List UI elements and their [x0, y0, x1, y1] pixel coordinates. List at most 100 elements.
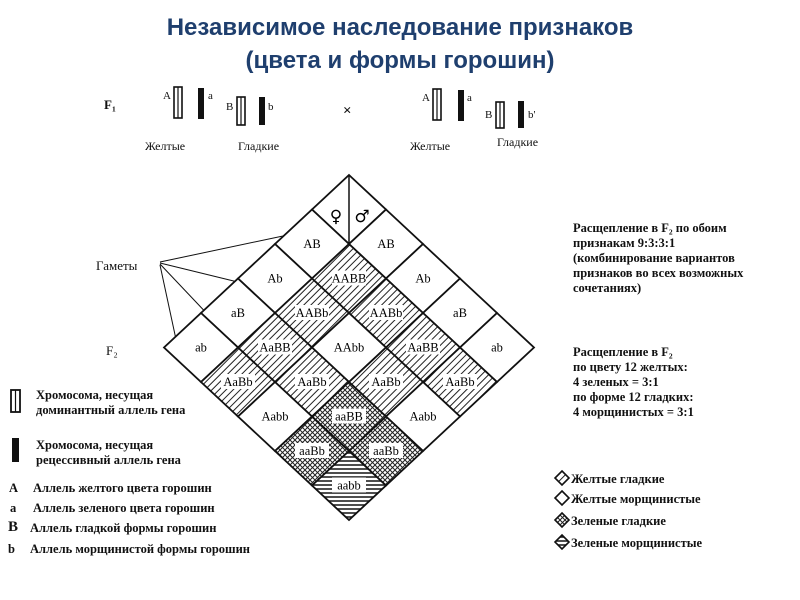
- allele-legend-symbol: A: [9, 481, 19, 495]
- genotype-label: aaBb: [299, 444, 325, 458]
- parent1-allele-B: B: [226, 101, 234, 113]
- parent2-trait-shape: Гладкие: [497, 135, 539, 149]
- gamete-female: ab: [491, 341, 503, 355]
- genotype-label: AaBb: [297, 375, 326, 389]
- f1-label: F₁: [104, 97, 116, 112]
- ratio-note-line: признаков во всех возможных: [573, 266, 744, 280]
- split-note-line: по цвету 12 желтых:: [573, 360, 688, 374]
- genotype-label-bg: [221, 374, 255, 389]
- ratio-note-line: Расщепление в F₂ по обоим: [573, 221, 727, 235]
- parent2-allele-b: b': [528, 109, 536, 121]
- phenotype-legend-text: Зеленые гладкие: [571, 514, 666, 528]
- genotype-label-bg: [406, 339, 440, 355]
- genotype-label: AABb: [370, 306, 403, 320]
- phenotype-legend-diamond-icon: [553, 469, 571, 487]
- gamete-female: aB: [453, 306, 467, 320]
- parent2-chromosomes: [432, 88, 524, 129]
- parent1-trait-shape: Гладкие: [238, 139, 280, 153]
- ratio-note-line: (комбинирование вариантов: [573, 251, 735, 265]
- page-title: Независимое наследование признаков: [166, 14, 634, 41]
- genotype-label-bg: [369, 374, 403, 389]
- phenotype-legend-text: Зеленые морщинистые: [571, 536, 703, 550]
- genotype-label: Aabb: [409, 410, 436, 424]
- split-note: Расщепление в F₂ по цвету 12 желтых: 4 з…: [573, 345, 694, 420]
- parent2-allele-a: a: [467, 92, 472, 104]
- allele-legend-text: Аллель желтого цвета горошин: [33, 481, 212, 495]
- genotype-label: AABb: [296, 306, 329, 320]
- genotype-label: aaBB: [335, 410, 363, 424]
- allele-legend-symbol: B: [8, 519, 19, 535]
- recessive-chromosome-icon: [458, 90, 464, 121]
- ratio-note-line: признакам 9:3:3:1: [573, 236, 676, 250]
- genotype-label-bg: [295, 305, 329, 320]
- allele-legend-symbol: a: [10, 501, 17, 515]
- genotype-label: AaBb: [371, 375, 400, 389]
- genotype-label-bg: [369, 305, 403, 320]
- phenotype-legend-text: Желтые гладкие: [571, 472, 665, 486]
- parent1-chromosomes: [173, 86, 265, 126]
- genotype-label: AaBb: [223, 375, 252, 389]
- split-note-line: 4 зеленых = 3:1: [573, 375, 659, 389]
- genotype-label: aabb: [337, 479, 361, 493]
- genotype-label: AaBb: [445, 375, 474, 389]
- gamete-male: aB: [231, 306, 245, 320]
- allele-legend-symbol: b: [8, 542, 15, 556]
- legend-line: доминантный аллель гена: [36, 403, 186, 417]
- genotype-label-bg: [295, 374, 329, 389]
- parent1-allele-A: A: [163, 90, 171, 102]
- genotype-label: AAbb: [334, 341, 365, 355]
- genotype-label-bg: [295, 443, 329, 458]
- gamete-male: Ab: [267, 272, 282, 286]
- split-note-line: Расщепление в F₂: [573, 345, 673, 359]
- recessive-chromosome-icon: [12, 438, 19, 462]
- parent2-allele-A: A: [422, 92, 430, 104]
- parent1-allele-b: b: [268, 101, 274, 113]
- parent1-trait-color: Желтые: [145, 139, 186, 153]
- allele-legend-text: Аллель гладкой формы горошин: [30, 521, 217, 535]
- genotype-label: aaBb: [373, 444, 399, 458]
- ratio-note: Расщепление в F₂ по обоим признакам 9:3:…: [573, 221, 743, 296]
- recessive-chromosome-icon: [259, 97, 265, 125]
- ratio-note-line: сочетаниях): [573, 281, 642, 295]
- gamete-male: AB: [303, 237, 320, 251]
- genotype-label-bg: [258, 339, 292, 355]
- gametes-label: Гаметы: [96, 258, 138, 273]
- phenotype-legend-icons: [553, 469, 571, 551]
- gamete-female: AB: [377, 237, 394, 251]
- genotype-label-bg: [332, 270, 366, 286]
- female-symbol-icon: ♀: [330, 207, 342, 227]
- genotype-label: AaBB: [407, 341, 438, 355]
- parent2-allele-B: B: [485, 109, 493, 121]
- recessive-chromosome-icon: [198, 88, 204, 119]
- allele-legend-text: Аллель морщинистой формы горошин: [30, 542, 250, 556]
- phenotype-legend-text: Желтые морщинистые: [571, 492, 701, 506]
- f2-label: F₂: [106, 343, 118, 358]
- allele-legend-text: Аллель зеленого цвета горошин: [33, 501, 215, 515]
- phenotype-legend-diamond-icon: [553, 511, 571, 529]
- genotype-label: AABB: [332, 272, 367, 286]
- gamete-female: Ab: [415, 272, 430, 286]
- legend-line: рецессивный аллель гена: [36, 453, 181, 467]
- genotype-label-bg: [443, 374, 477, 389]
- cross-sign: ×: [343, 103, 352, 119]
- split-note-line: по форме 12 гладких:: [573, 390, 694, 404]
- genotype-label: Aabb: [261, 410, 288, 424]
- legend-line: Хромосома, несущая: [36, 388, 154, 402]
- phenotype-legend-diamond-icon: [553, 533, 571, 551]
- parent1-allele-a: a: [208, 90, 213, 102]
- legend-dominant-text: Хромосома, несущая доминантный аллель ге…: [36, 388, 185, 418]
- legend-recessive-text: Хромосома, несущая рецессивный аллель ге…: [36, 438, 181, 468]
- parent2-trait-color: Желтые: [410, 139, 451, 153]
- male-symbol-icon: ♂: [354, 207, 369, 227]
- page-subtitle: (цвета и формы горошин): [245, 47, 555, 74]
- split-note-line: 4 морщинистых = 3:1: [573, 405, 694, 419]
- genotype-label-bg: [332, 408, 366, 424]
- genotype-label-bg: [369, 443, 403, 458]
- gamete-male: ab: [195, 341, 207, 355]
- genotype-label-bg: [332, 477, 366, 493]
- recessive-chromosome-icon: [518, 101, 524, 128]
- legend-line: Хромосома, несущая: [36, 438, 154, 452]
- genotype-label: AaBB: [259, 341, 290, 355]
